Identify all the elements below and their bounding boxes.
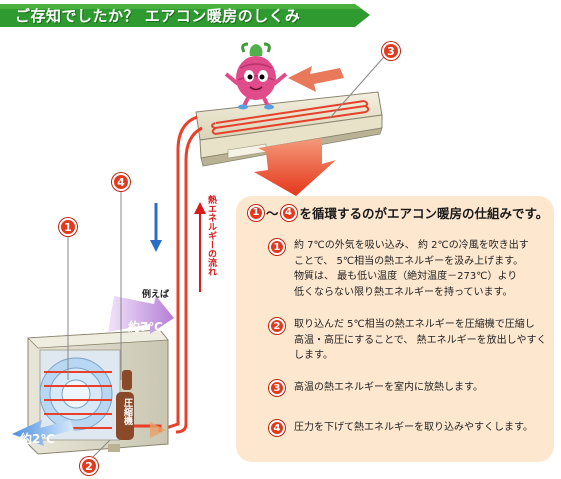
outlet-temp: 約2℃ [20, 432, 55, 446]
step-2-badge: 2 [269, 318, 285, 334]
title-banner [0, 4, 370, 27]
header-badge-4: 4 [280, 204, 297, 221]
step-4-badge: 4 [269, 420, 285, 436]
explanation-panel [236, 196, 554, 462]
header-tilde: ～ [266, 206, 279, 221]
example-label: 例えば [142, 290, 170, 300]
callout-4: 4 [112, 173, 130, 191]
compressor-label: 圧縮機 [122, 398, 132, 425]
step-4-text: 圧力を下げて熱エネルギーを取り込みやすくします。 [294, 422, 533, 433]
panel-header: 1 ～ 4 を循環するのがエアコン暖房の仕組みです。 [248, 203, 548, 222]
step-3-text: 高温の熱エネルギーを室内に放熱します。 [294, 382, 483, 393]
mascot-character [224, 42, 288, 110]
step-1-text: 約 7℃の外気を吸い込み、 約 2℃の冷風を吹き出す ことで、 5℃相当の熱エネ… [294, 240, 529, 298]
callout-2: 2 [80, 457, 98, 475]
header-badge-1: 1 [248, 204, 264, 221]
step-3-badge: 3 [269, 380, 285, 396]
energy-flow-label: 熱エネルギーの流れ [206, 195, 216, 276]
step-2-text: 取り込んだ 5℃相当の熱エネルギーを圧縮機で圧縮し 高温・高圧にすることで、 熱… [294, 319, 547, 361]
page-title: ご存知でしたか？ エアコン暖房のしくみ [15, 7, 301, 25]
outdoor-unit [27, 329, 169, 455]
intake-temp: 約7℃ [128, 320, 163, 334]
header-text: を循環するのがエアコン暖房の仕組みです。 [299, 206, 549, 221]
callout-1: 1 [59, 218, 77, 236]
callout-3: 3 [382, 42, 400, 60]
step-1-badge: 1 [269, 239, 285, 255]
